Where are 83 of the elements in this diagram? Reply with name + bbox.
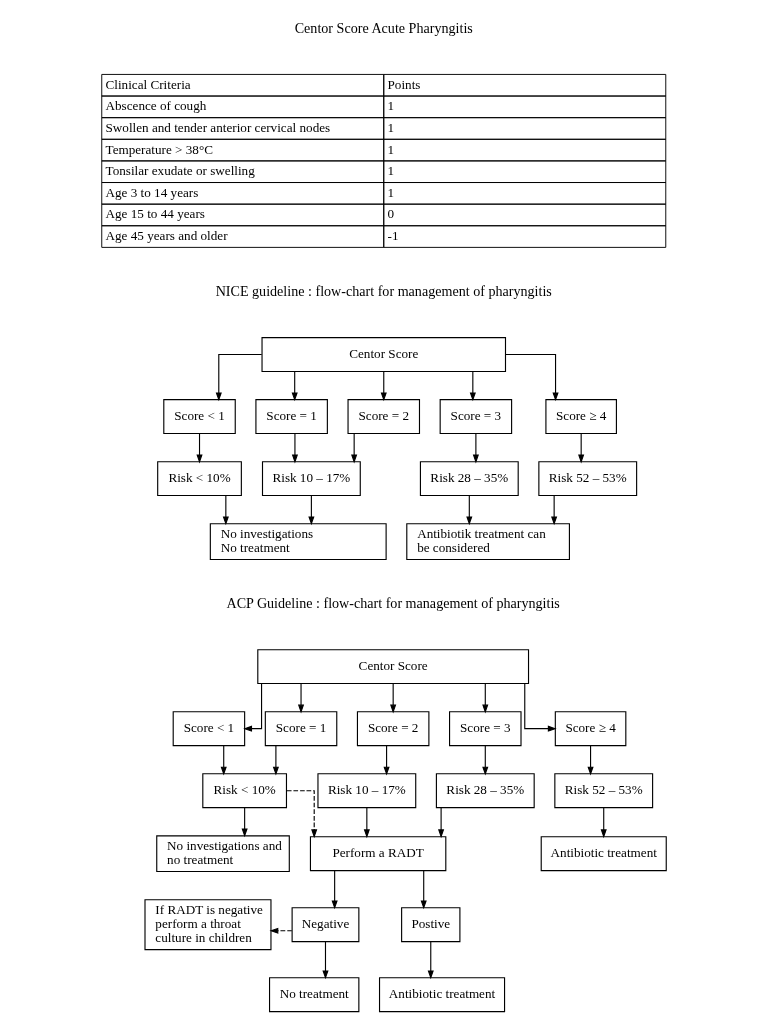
label: Swollen and tender anterior cervical nodes (105, 119, 331, 135)
node-box: No treatment (269, 977, 360, 1013)
arrow (390, 683, 397, 714)
node-box: Score = 1 (264, 711, 338, 747)
node-box: Risk < 10% (157, 461, 242, 497)
arrow (220, 745, 227, 776)
node-box: No investigations and no treatment (156, 835, 290, 873)
arrow (472, 432, 479, 464)
node-box: Risk 10 – 17% (261, 461, 361, 497)
node-box: Antibiotic treatment (540, 836, 667, 872)
arrow (196, 432, 203, 464)
node-box: Risk 10 – 17% (317, 773, 417, 809)
node-box: Centor Score (261, 337, 507, 373)
arrow (587, 745, 594, 776)
arrow (420, 870, 427, 910)
node-box: Risk 28 – 35% (419, 461, 519, 497)
label: Age 3 to 14 years (105, 184, 199, 200)
label: Temperature > 38°C (105, 141, 213, 157)
node-box: No investigations No treatment (209, 523, 387, 561)
node-box: Risk 52 – 53% (538, 461, 638, 497)
arrow (215, 354, 263, 402)
arrow (383, 745, 390, 776)
arrow (600, 807, 607, 839)
arrow (331, 870, 338, 910)
node-box: Perform a RADT (309, 836, 447, 872)
arrow (272, 745, 279, 776)
arrow (482, 745, 489, 776)
node-box: Risk < 10% (202, 773, 288, 809)
node-box: Risk 52 – 53% (554, 773, 654, 809)
node-box: Centor Score (257, 649, 530, 685)
arrow (427, 941, 434, 980)
arrow (351, 432, 358, 464)
node-box: Score ≥ 4 (554, 711, 627, 747)
arrow (524, 683, 557, 732)
label: Points (387, 76, 421, 92)
node-box: Score = 2 (347, 399, 421, 435)
arrow (466, 495, 473, 526)
node-box: Antibiotic treatment (378, 977, 506, 1013)
node-box: Score = 2 (356, 711, 430, 747)
arrow (469, 370, 476, 402)
label: Age 15 to 44 years (105, 206, 205, 222)
arrow (578, 432, 585, 464)
label: 1 (387, 184, 395, 200)
arrow (322, 941, 329, 980)
node-box: Score < 1 (163, 399, 236, 435)
label: 1 (387, 163, 395, 179)
node-box: Score = 3 (449, 711, 522, 747)
arrow (241, 807, 248, 838)
arrow (438, 807, 445, 839)
label: 0 (387, 206, 395, 222)
label: 1 (387, 98, 395, 114)
node-box: Score = 1 (255, 399, 328, 435)
label: Tonsilar exudate or swelling (105, 163, 255, 179)
label: 1 (387, 119, 395, 135)
arrow (222, 495, 229, 526)
label: Clinical Criteria (105, 76, 191, 92)
node-box: Score < 1 (172, 711, 246, 747)
arrow (380, 370, 387, 402)
node-box: Antibiotik treatment can be considered (406, 523, 570, 561)
label: 1 (387, 141, 395, 157)
node-box: Score = 3 (439, 399, 513, 435)
arrow (269, 927, 293, 934)
node-box: Risk 28 – 35% (435, 773, 535, 809)
label: NICE guideline : flow-chart for management of pharyngitis (215, 282, 552, 299)
arrow (505, 354, 559, 402)
label: Age 45 years and older (105, 228, 228, 244)
arrow (291, 370, 298, 402)
node-box: If RADT is negative perform a throat culture in children (144, 899, 272, 951)
node-box: Score ≥ 4 (545, 399, 617, 435)
node-box: Postive (401, 907, 461, 943)
arrow (482, 683, 489, 714)
arrow (363, 807, 370, 839)
arrow (291, 432, 299, 464)
label: -1 (387, 228, 399, 244)
node-box: Negative (291, 907, 360, 943)
arrow (308, 495, 315, 526)
arrow (286, 790, 318, 839)
arrow (551, 495, 558, 526)
label: ACP Guideline : flow-chart for management of pharyngitis (226, 594, 560, 611)
label: Centor Score Acute Pharyngitis (294, 19, 473, 36)
label: Abscence of cough (105, 98, 207, 114)
arrow (297, 683, 305, 714)
arrow (243, 683, 263, 732)
